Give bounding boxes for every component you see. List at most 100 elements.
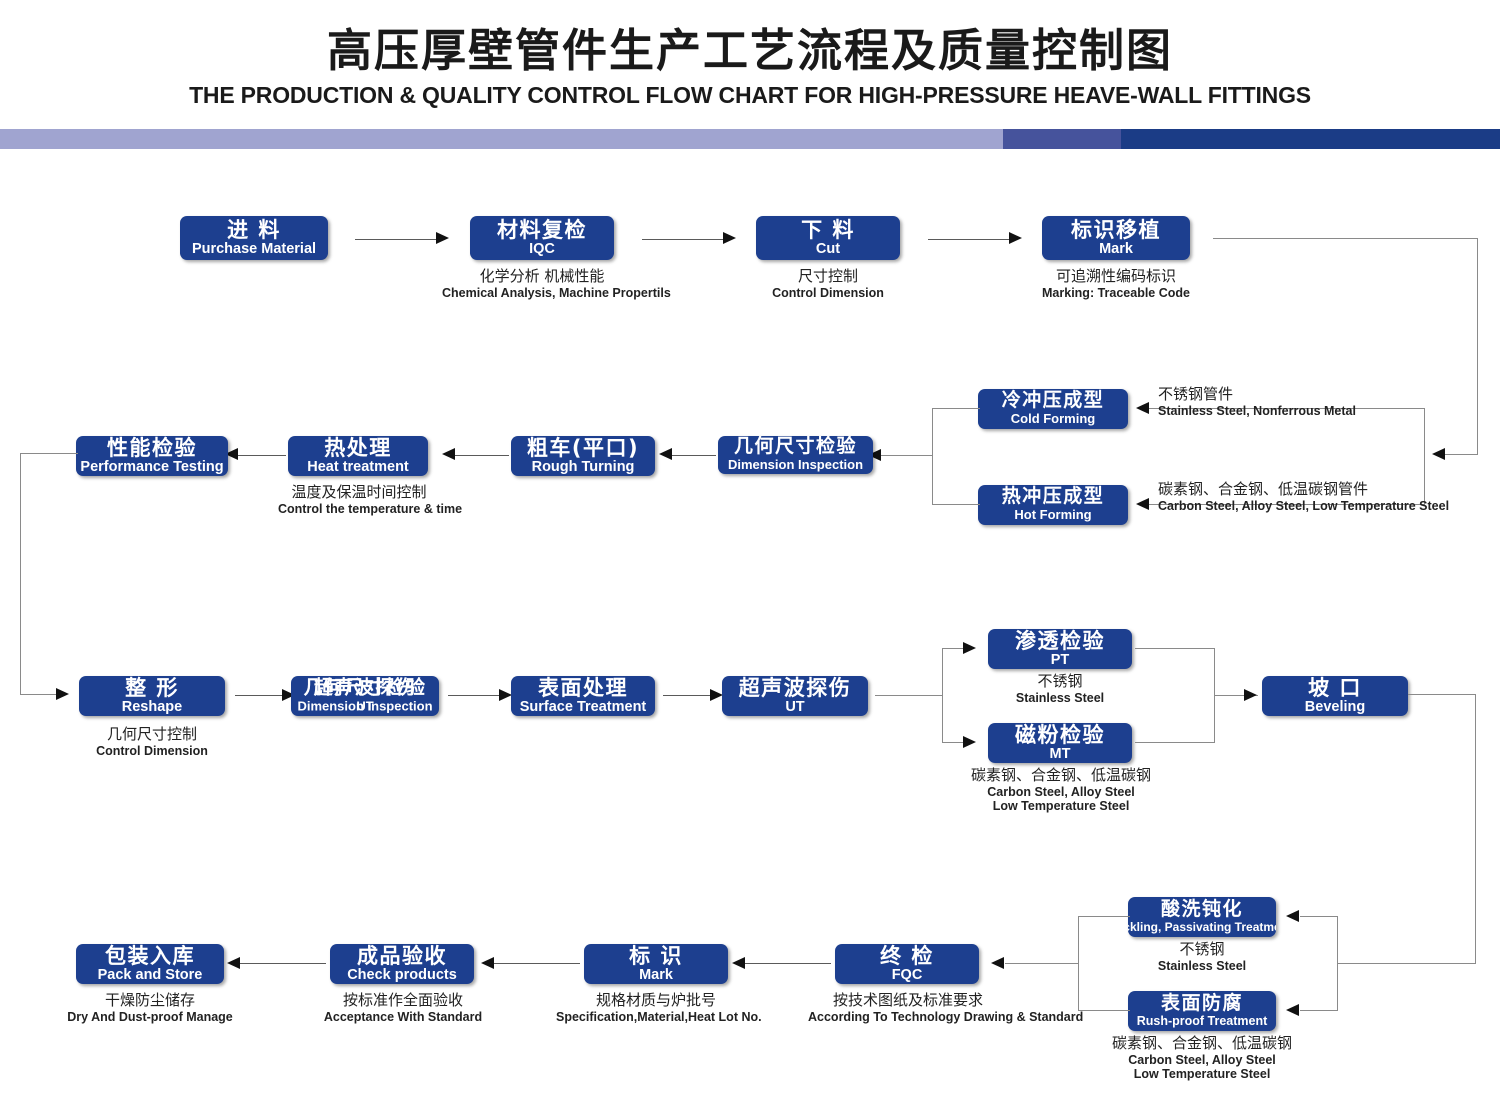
caption-iqc: 化学分析 机械性能 Chemical Analysis, Machine Pro… [442, 267, 671, 300]
node-mt[interactable]: 磁粉检验 MT [988, 723, 1132, 763]
node-fqc[interactable]: 终 检 FQC [835, 944, 979, 984]
caption-cn: 可追溯性编码标识 [1055, 267, 1176, 285]
caption-cn: 不锈钢 [1037, 672, 1083, 690]
node-label-en: Surface Treatment [519, 698, 647, 715]
node-ut[interactable]: 超声波探伤 UT [722, 676, 868, 716]
caption-en: Control the temperature & time [278, 501, 463, 516]
node-label-cn: 酸洗钝化 [1160, 897, 1243, 920]
node-dimension-inspection[interactable]: 几何尺寸检验 Dimension Inspection [718, 436, 873, 474]
connector-split-to-hot [1148, 504, 1425, 506]
arrow-rough-to-heat [442, 448, 455, 460]
node-overlay-dimension: 几何尺寸检验 Dimension Inspection [291, 677, 439, 713]
caption-cn: 按技术图纸及标准要求 [832, 991, 983, 1009]
node-label-en: Dimension Inspection [727, 457, 864, 473]
node-surface-treatment[interactable]: 表面处理 Surface Treatment [511, 676, 655, 716]
node-label-cn: 材料复检 [497, 217, 587, 242]
caption-en: According To Technology Drawing & Standa… [808, 1009, 1084, 1024]
connector-cold-merge [932, 408, 980, 410]
node-heat-treatment[interactable]: 热处理 Heat treatment [288, 436, 428, 476]
node-beveling[interactable]: 坡 口 Beveling [1262, 676, 1408, 716]
node-rushproof[interactable]: 表面防腐 Rush-proof Treatment [1128, 991, 1276, 1031]
node-check-products[interactable]: 成品验收 Check products [330, 944, 474, 984]
connector-performance-down [20, 453, 22, 695]
node-label-cn: 下 料 [801, 217, 855, 242]
node-label-en: Reshape [121, 698, 183, 715]
node-label-cn: 粗车(平口) [526, 436, 640, 460]
node-pack-store[interactable]: 包装入库 Pack and Store [76, 944, 224, 984]
header-bar-light [0, 129, 1003, 149]
node-label-cn: 超声波探伤 [738, 676, 852, 700]
caption-heat-treatment: 温度及保温时间控制 Control the temperature & time [278, 483, 463, 516]
connector-split-to-pickling [1300, 916, 1338, 918]
caption-cn: 规格材质与炉批号 [595, 991, 716, 1009]
caption-check-products: 按标准作全面验收 Acceptance With Standard [310, 991, 496, 1024]
node-label-en-overlay: UT [356, 698, 374, 714]
node-label-cn: 热处理 [324, 436, 392, 460]
caption-en: Control Dimension [96, 743, 208, 758]
connector-treatment-split-vertical [1337, 916, 1339, 1011]
node-label-en: Performance Testing [80, 458, 224, 475]
node-performance-testing[interactable]: 性能检验 Performance Testing [76, 436, 228, 476]
node-label-en: IQC [529, 240, 555, 257]
node-purchase-material[interactable]: 进 料 Purchase Material [180, 216, 328, 260]
caption-rushproof: 碳素钢、合金钢、低温碳钢 Carbon Steel, Alloy Steel L… [1106, 1034, 1298, 1082]
node-mark-final[interactable]: 标 识 Mark [584, 944, 728, 984]
caption-cn: 尺寸控制 [797, 267, 858, 285]
node-label-cn: 成品验收 [357, 944, 447, 968]
connector-mark-to-split [1445, 454, 1478, 456]
connector-forming-merge-vertical [932, 408, 934, 505]
arrow-dimension-to-rough [659, 448, 672, 460]
node-pickling[interactable]: 酸洗钝化 Pickling, Passivating Treatment [1128, 897, 1276, 937]
arrow-fqc-to-mark [732, 957, 745, 969]
node-reshape[interactable]: 整 形 Reshape [79, 676, 225, 716]
connector-pt-merge [1135, 648, 1215, 650]
node-dimension-inspection-2[interactable]: 超声波探伤 UT 几何尺寸检验 Dimension Inspection [291, 676, 439, 716]
caption-mt: 碳素钢、合金钢、低温碳钢 Carbon Steel, Alloy Steel L… [965, 766, 1157, 814]
caption-cn: 碳素钢、合金钢、低温碳钢 [970, 766, 1151, 784]
node-label-cn: 表面防腐 [1160, 991, 1243, 1014]
caption-hot-forming: 碳素钢、合金钢、低温碳钢管件 Carbon Steel, Alloy Steel… [1158, 480, 1449, 513]
node-label-en: Check products [347, 966, 457, 983]
node-cold-forming[interactable]: 冷冲压成型 Cold Forming [978, 389, 1128, 429]
node-label-cn: 标识移植 [1071, 217, 1161, 242]
connector-pickling-merge [1078, 916, 1130, 918]
header-bar-mid [1003, 129, 1121, 149]
caption-cn: 碳素钢、合金钢、低温碳钢管件 [1158, 480, 1369, 498]
connector-dimension-to-rough [672, 455, 716, 457]
node-mark-transfer[interactable]: 标识移植 Mark [1042, 216, 1190, 260]
caption-cn: 温度及保温时间控制 [291, 483, 427, 501]
node-rough-turning[interactable]: 粗车(平口) Rough Turning [511, 436, 655, 476]
node-label-en: Rough Turning [531, 458, 635, 475]
arrow-check-to-pack [227, 957, 240, 969]
connector-rushproof-merge [1078, 1010, 1130, 1012]
node-label-en: Cut [815, 240, 841, 257]
arrow-heat-to-performance [225, 448, 238, 460]
node-iqc[interactable]: 材料复检 IQC [470, 216, 614, 260]
node-label-en: Heat treatment [307, 458, 409, 475]
node-label-cn: 表面处理 [538, 676, 628, 700]
arrow-mark-to-forming-split [1432, 448, 1445, 460]
caption-en: Control Dimension [772, 285, 884, 300]
node-label-cn: 几何尺寸检验 [733, 436, 857, 458]
node-cut[interactable]: 下 料 Cut [756, 216, 900, 260]
node-label-en: Mark [1099, 240, 1133, 257]
caption-mark-transfer: 可追溯性编码标识 Marking: Traceable Code [1036, 267, 1196, 300]
arrow-to-cold-forming [1136, 402, 1149, 414]
connector-performance-left [20, 453, 78, 455]
node-label-cn: 终 检 [880, 944, 934, 968]
node-label-cn: 进 料 [227, 217, 281, 242]
connector-dimension2-to-surface [448, 695, 504, 697]
caption-en: Specification,Material,Heat Lot No. [556, 1009, 762, 1024]
caption-cn: 几何尺寸控制 [106, 725, 197, 743]
node-hot-forming[interactable]: 热冲压成型 Hot Forming [978, 485, 1128, 525]
arrow-to-hot-forming [1136, 498, 1149, 510]
connector-ut-to-pt [942, 648, 968, 650]
node-label-cn: 坡 口 [1308, 676, 1362, 700]
node-label-en: Purchase Material [191, 240, 317, 257]
node-label-cn: 标 识 [629, 944, 683, 968]
arrow-to-pickling [1286, 910, 1299, 922]
node-pt[interactable]: 渗透检验 PT [988, 629, 1132, 669]
connector-ut-out [875, 695, 943, 697]
caption-en: Dry And Dust-proof Manage [67, 1009, 233, 1024]
node-label-cn: 性能检验 [107, 436, 197, 460]
